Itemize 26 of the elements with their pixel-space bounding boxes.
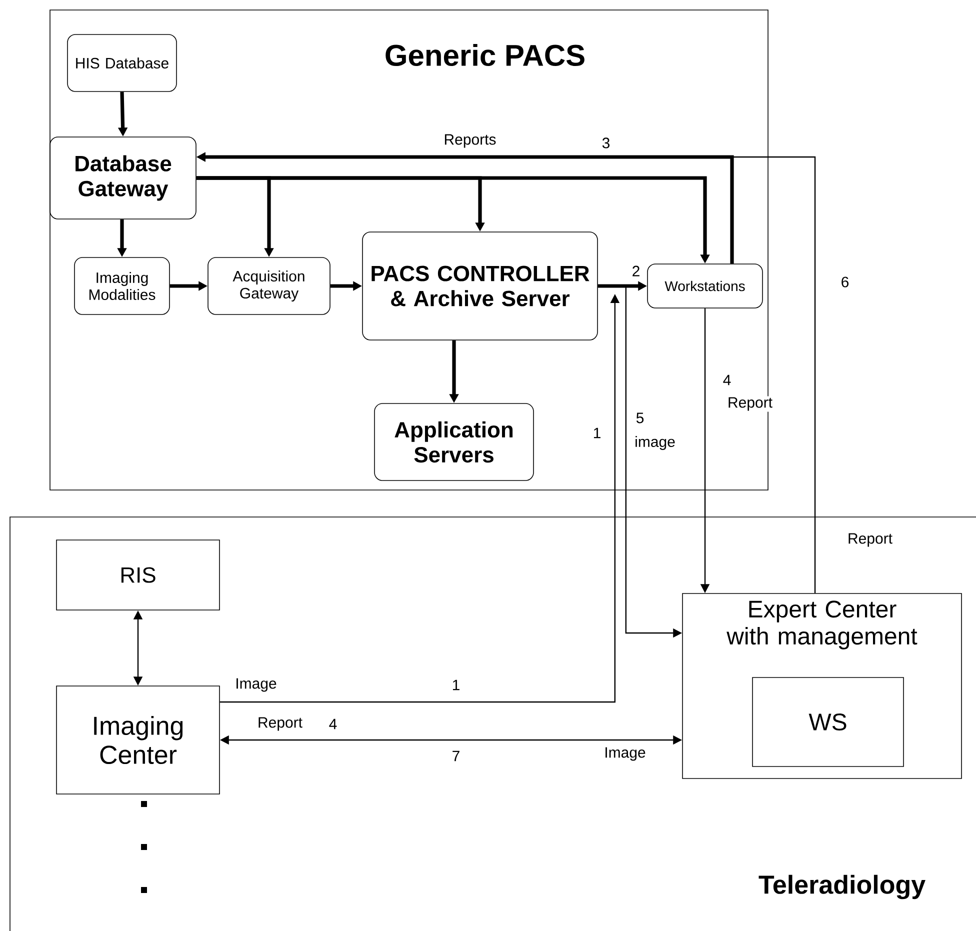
- edge-label: Image: [234, 677, 278, 693]
- flow-label: 4: [723, 374, 731, 386]
- process-box: Application Servers: [374, 403, 534, 481]
- edge-label: 7: [450, 750, 462, 762]
- flow-label: 1: [452, 680, 460, 690]
- process-box: HIS Database: [67, 34, 177, 92]
- flow-label: 4: [329, 718, 337, 730]
- box: Imaging Center: [56, 686, 220, 794]
- edge-label: 2: [630, 264, 642, 278]
- flow-label: 6: [842, 276, 849, 288]
- flow-label: 1: [594, 428, 600, 438]
- flow-label: 5: [636, 412, 644, 424]
- process-box: PACS CONTROLLER & Archive Server: [362, 232, 598, 340]
- process-box: Acquisition Gateway: [208, 257, 330, 315]
- process-box: Workstations: [647, 264, 763, 308]
- process-box: Imaging Modalities: [74, 257, 170, 315]
- flow-label: Image: [606, 747, 646, 761]
- box: WS: [752, 677, 904, 767]
- process-box: Database Gateway: [50, 136, 196, 220]
- edge-label: Reports: [442, 133, 498, 149]
- box: RIS: [56, 540, 220, 610]
- flow-label: 3: [602, 138, 610, 148]
- edge-label: Report: [726, 396, 774, 412]
- flow-label: Report: [258, 717, 302, 731]
- edge-label: image: [634, 435, 676, 451]
- edge-label: Report: [846, 532, 894, 548]
